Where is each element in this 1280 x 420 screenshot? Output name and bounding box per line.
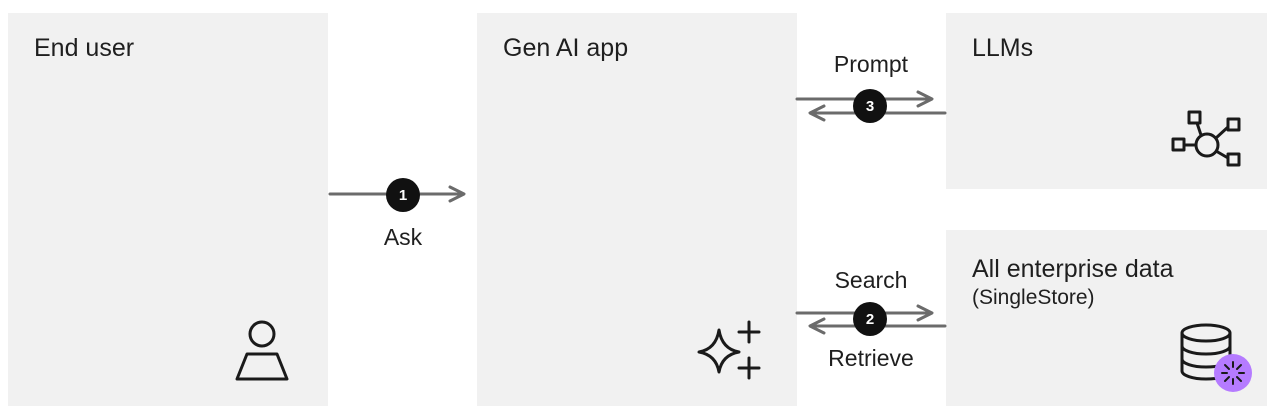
end-user-title: End user [34,34,135,62]
prompt-label: Prompt [833,51,909,77]
gen-ai-app-box: Gen AI app [477,13,797,406]
llms-box: LLMs [946,13,1267,189]
end-user-box: End user [8,13,328,406]
step-3-number: 3 [866,98,874,115]
network-icon [1171,110,1241,167]
singlestore-badge-icon [1214,354,1252,392]
enterprise-data-box: All enterprise data (SingleStore) [946,230,1267,406]
step-1-number: 1 [399,187,407,204]
gen-ai-app-title: Gen AI app [503,34,629,62]
enterprise-data-subtitle: (SingleStore) [972,286,1095,309]
ask-label: Ask [383,224,423,250]
step-3-badge: 3 [853,89,887,123]
step-1-badge: 1 [386,178,420,212]
person-icon [235,320,289,381]
search-label: Search [834,267,908,293]
llms-title: LLMs [972,34,1034,62]
sparkle-icon [697,320,761,380]
retrieve-label: Retrieve [828,345,914,371]
step-2-badge: 2 [853,302,887,336]
enterprise-data-title: All enterprise data [972,255,1174,283]
step-2-number: 2 [866,311,874,328]
